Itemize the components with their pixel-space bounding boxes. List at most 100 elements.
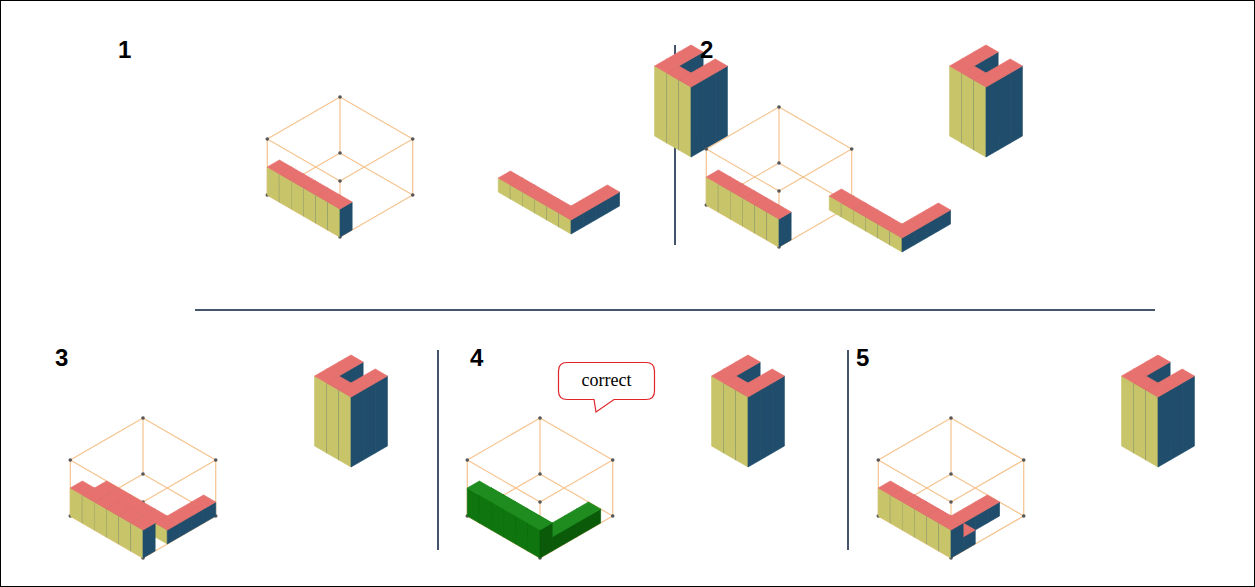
- piece-face: [655, 66, 667, 143]
- piece-face: [1158, 390, 1170, 467]
- corner-dot: [411, 193, 415, 197]
- piece-face: [131, 516, 155, 530]
- piece-face: [1134, 383, 1146, 460]
- corner-dot: [704, 147, 708, 151]
- corner-dot: [1022, 514, 1026, 518]
- wire-edge: [1023, 460, 1024, 516]
- corner-dot: [611, 458, 615, 462]
- piece-face: [998, 73, 1010, 150]
- puzzle-piece: [267, 160, 352, 237]
- wire-edge: [706, 107, 779, 149]
- puzzle-piece: [1122, 355, 1195, 467]
- puzzle-piece: [655, 45, 728, 157]
- wire-edge: [340, 97, 413, 139]
- wire-edge: [951, 418, 1024, 460]
- piece-face: [736, 383, 760, 397]
- corner-dot: [338, 151, 342, 155]
- puzzle-piece: [70, 481, 215, 558]
- wire-edge: [412, 139, 413, 195]
- piece-face: [772, 376, 784, 453]
- wire-edge: [878, 418, 951, 460]
- wire-edge: [143, 418, 216, 460]
- corner-dot: [611, 514, 615, 518]
- piece-face: [1010, 66, 1022, 143]
- puzzle-piece: [878, 481, 999, 558]
- corner-dot: [68, 458, 72, 462]
- piece-face: [559, 206, 583, 220]
- puzzle-piece: [950, 45, 1023, 157]
- corner-dot: [777, 189, 781, 193]
- piece-face: [703, 73, 715, 150]
- piece-face: [962, 73, 974, 150]
- box-wireframe: [265, 95, 414, 239]
- panel-number: 1: [118, 38, 131, 62]
- piece-face: [679, 73, 703, 87]
- divider-line: [847, 350, 849, 550]
- piece-face: [691, 80, 703, 157]
- wire-edge: [779, 107, 852, 149]
- corner-dot: [876, 458, 880, 462]
- corner-dot: [411, 137, 415, 141]
- piece-face: [375, 376, 387, 453]
- piece-face: [363, 383, 375, 460]
- corner-dot: [338, 179, 342, 183]
- panel-number: 5: [856, 346, 869, 370]
- corner-dot: [850, 147, 854, 151]
- piece-face: [767, 205, 791, 219]
- divider-line: [195, 309, 1155, 311]
- corner-dot: [338, 95, 342, 99]
- panel-number: 2: [700, 38, 713, 62]
- corner-dot: [538, 472, 542, 476]
- wire-edge: [467, 418, 540, 460]
- piece-face: [748, 390, 760, 467]
- wire-edge: [612, 460, 613, 516]
- puzzle-piece: [467, 481, 600, 558]
- corner-dot: [141, 416, 145, 420]
- piece-face: [974, 73, 998, 87]
- panel-number: 3: [55, 346, 68, 370]
- piece-face: [760, 383, 772, 460]
- wire-edge: [540, 418, 613, 460]
- piece-face: [351, 390, 363, 467]
- puzzle-piece: [712, 355, 785, 467]
- piece-face: [1182, 376, 1194, 453]
- corner-dot: [538, 500, 542, 504]
- wire-edge: [142, 418, 143, 474]
- speech-bubble: correct: [558, 362, 655, 400]
- piece-face: [339, 383, 363, 397]
- wire-edge: [339, 97, 340, 153]
- piece-face: [939, 516, 963, 530]
- corner-dot: [949, 416, 953, 420]
- box-wireframe: [704, 105, 853, 249]
- wire-edge: [70, 418, 143, 460]
- corner-dot: [949, 472, 953, 476]
- corner-dot: [538, 416, 542, 420]
- corner-dot: [1022, 458, 1026, 462]
- piece-face: [1146, 390, 1158, 467]
- panel-number: 4: [470, 346, 483, 370]
- corner-dot: [949, 500, 953, 504]
- wire-edge: [778, 107, 779, 163]
- wire-edge: [340, 153, 413, 195]
- piece-face: [327, 383, 339, 460]
- puzzle-piece: [498, 171, 619, 234]
- piece-face: [986, 80, 998, 157]
- piece-face: [890, 224, 914, 238]
- piece-face: [328, 195, 352, 209]
- divider-line: [437, 350, 439, 550]
- corner-dot: [465, 458, 469, 462]
- wire-edge: [267, 97, 340, 139]
- wire-edge: [950, 418, 951, 474]
- puzzle-piece: [706, 170, 791, 247]
- piece-face: [155, 516, 179, 530]
- wire-edge: [539, 418, 540, 474]
- piece-face: [528, 516, 552, 530]
- piece-face: [315, 376, 327, 453]
- corner-dot: [265, 137, 269, 141]
- piece-face: [667, 73, 679, 150]
- wire-edge: [779, 149, 852, 191]
- corner-dot: [141, 472, 145, 476]
- piece-face: [1122, 376, 1134, 453]
- corner-dot: [777, 105, 781, 109]
